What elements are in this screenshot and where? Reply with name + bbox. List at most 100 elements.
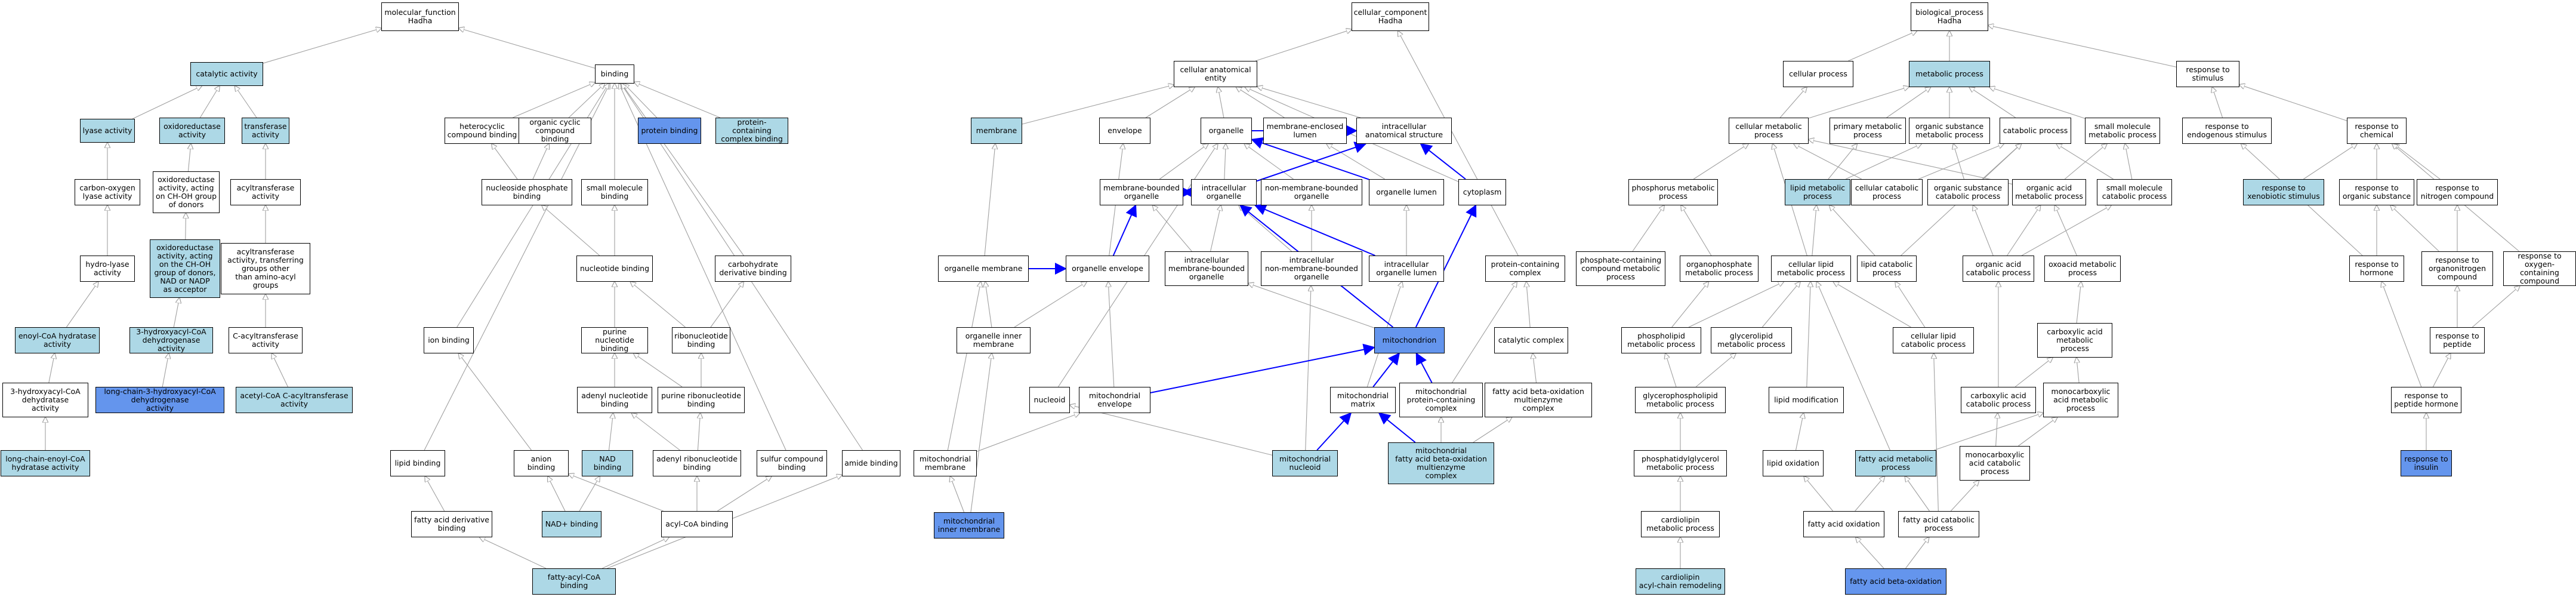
edge-cellproc-to-bp (1848, 31, 1917, 61)
edge-facatab-to-famp (1905, 476, 1930, 512)
go-node-nucb: nucleotide binding (576, 256, 653, 282)
edge-intraorg-to-organelle (1224, 144, 1226, 180)
go-node-resporgsub: response to organic substance (2339, 179, 2414, 205)
edge-hetero-to-bind (513, 82, 595, 118)
edge-oxch-to-oxred (188, 144, 190, 172)
edge-sulfur-to-bind (619, 84, 786, 451)
edge-hacdh-to-oxnad (173, 298, 179, 328)
edge-cellmetab-to-metab (1808, 87, 1909, 119)
go-node-cat: catalytic activity (190, 62, 263, 86)
edge-bind-to-mf (459, 28, 596, 69)
go-node-mitomemb: mitochondrial membrane (914, 450, 977, 476)
go-node-mitomatrix: mitochondrial matrix (1330, 387, 1396, 413)
edge-orgacidmetab-to-cellmetab (1809, 140, 2013, 184)
go-node-acyltr: acyltransferase activity (230, 179, 301, 205)
go-node-lceh: long-chain-enoyl-CoA hydratase activity (1, 450, 90, 476)
edge-cat-to-mf (263, 28, 381, 64)
go-node-mito: mitochondrion (1374, 327, 1445, 353)
go-node-envelope: envelope (1099, 118, 1150, 144)
edge-membrane-to-cae (1022, 85, 1174, 125)
go-node-carbo: carbohydrate derivative binding (715, 256, 791, 282)
go-node-glycerophos: glycerophospholipid metabolic process (1635, 387, 1726, 413)
go-node-hacdh: 3-hydroxyacyl-CoA dehydrogenase activity (129, 327, 213, 353)
edge-nonmemb-to-organelle (1245, 144, 1294, 180)
edge-orgmemb-to-membrane (984, 144, 995, 256)
edge-cae-to-cc (1255, 29, 1352, 61)
edge-blue-orglumen-to-organelle (1251, 137, 1369, 180)
edge-respendo-to-respstim (2212, 87, 2223, 118)
go-node-membencl: membrane-enclosed lumen (1263, 118, 1347, 144)
go-node-amide: amide binding (842, 450, 900, 476)
edge-lipidb-to-bind (424, 84, 610, 451)
go-node-orglumen: organelle lumen (1369, 179, 1444, 205)
edge-cellcatab-to-cellmetab (1794, 144, 1862, 180)
go-node-orgacidcatab: organic acid catabolic process (1963, 256, 2034, 282)
go-node-anion: anion binding (514, 450, 569, 476)
edge-blue-intralumen-to-intraorg (1254, 204, 1375, 256)
go-node-enoyl: enoyl-CoA hydratase activity (15, 327, 100, 353)
edge-blue-orgenv-to-membbound (1112, 204, 1137, 256)
go-node-intramb: intracellular membrane-bounded organelle (1165, 251, 1248, 286)
go-node-catab: catabolic process (2000, 118, 2071, 144)
go-node-sulfur: sulfur compound binding (757, 450, 827, 476)
go-node-resppeptide: response to peptide (2430, 327, 2485, 353)
edge-acylcoa-to-anion (569, 474, 664, 512)
go-node-adenribo: adenyl ribonucleotide binding (653, 450, 741, 476)
edge-respxeno-to-respchem (2303, 144, 2356, 180)
edge-respnitro-to-respchem (2394, 144, 2441, 180)
edge-acylcoa-to-sulfur (717, 476, 771, 512)
edge-fabox-to-faox (1856, 537, 1884, 569)
go-node-transf: transferase activity (242, 118, 289, 144)
go-node-catcomplex: catalytic complex (1494, 327, 1568, 353)
edge-organelle-to-cae (1218, 87, 1224, 118)
go-node-carboxmetab: carboxylic acid metabolic process (2037, 323, 2112, 358)
go-node-respchem: response to chemical (2347, 118, 2407, 144)
go-node-hadeh: 3-hydroxyacyl-CoA dehydratase activity (2, 383, 88, 417)
edge-intraana-to-cae (1257, 87, 1361, 118)
go-node-bp: biological_process Hadha (1911, 2, 1988, 31)
edge-mitomemb-to-orgmemb (947, 282, 980, 451)
edge-fattyacylcoa-to-fadb (480, 537, 547, 569)
edge-blue-mito-to-cytoplasm (1415, 204, 1477, 328)
go-node-protcomplex: protein-containing complex (1485, 256, 1565, 282)
go-node-smallmetab: small molecule metabolic process (2085, 118, 2160, 144)
edge-glycerophos-to-glycerolipid (1695, 353, 1736, 387)
go-node-acetylco: acetyl-CoA C-acyltransferase activity (236, 387, 353, 413)
go-node-glycerolipid: glycerolipid metabolic process (1711, 327, 1792, 353)
edge-blue-mitoprot-to-mito (1415, 352, 1433, 383)
go-node-mitonucleoid: mitochondrial nucleoid (1272, 450, 1338, 476)
edge-orglumen-to-membencl (1326, 144, 1385, 180)
edge-mitoenv-to-orgenv (1108, 282, 1115, 387)
go-node-intralumen: intracellular organelle lumen (1369, 256, 1444, 282)
go-node-cytoplasm: cytoplasm (1458, 179, 1506, 205)
edge-fabomc-to-catcomplex (1533, 353, 1537, 383)
edge-famp-to-celllipid (1817, 282, 1890, 451)
edge-carboxmetab-to-oxoacid (2076, 282, 2081, 324)
edge-catcomplex-to-protcomplex (1526, 282, 1531, 328)
edge-famp-to-monocarbmetab (1934, 413, 2043, 451)
go-node-facatab: fatty acid catabolic process (1898, 511, 1979, 537)
go-node-mitoenv: mitochondrial envelope (1079, 387, 1150, 413)
go-node-phosphate: phosphate-containing compound metabolic … (1576, 251, 1665, 286)
edge-phosphate-to-phosmetab (1632, 205, 1664, 252)
edge-celllipid-to-lipidmetab (1812, 205, 1816, 256)
edge-mitoinner-to-mitomemb (950, 476, 965, 513)
edge-membencl-to-cae (1236, 87, 1285, 118)
go-node-cacyl: C-acyltransferase activity (229, 327, 303, 353)
go-node-orginner: organelle inner membrane (957, 327, 1031, 353)
go-node-metab: metabolic process (1909, 61, 1990, 87)
edge-blue-mitomatrix-to-mito (1372, 352, 1400, 387)
go-node-cocl: carbon-oxygen lyase activity (75, 179, 140, 205)
go-node-mf: molecular_function Hadha (381, 2, 459, 31)
edge-intramb-to-intraorg (1210, 205, 1221, 252)
go-node-cc: cellular_component Hadha (1352, 2, 1429, 31)
edge-faox-to-lipidox (1804, 476, 1834, 512)
edge-carboxcatab-to-carboxmetab (2014, 358, 2053, 387)
edge-lipidmod-to-celllipid (1806, 282, 1810, 387)
go-node-lyase: lyase activity (80, 119, 135, 143)
edge-ribonuc-to-nucb (631, 282, 686, 328)
edge-fabox-to-facatab (1905, 537, 1929, 569)
edge-envelope-to-cae (1145, 87, 1195, 118)
edge-monocarbcatab-to-carboxcatab (1996, 413, 1998, 447)
